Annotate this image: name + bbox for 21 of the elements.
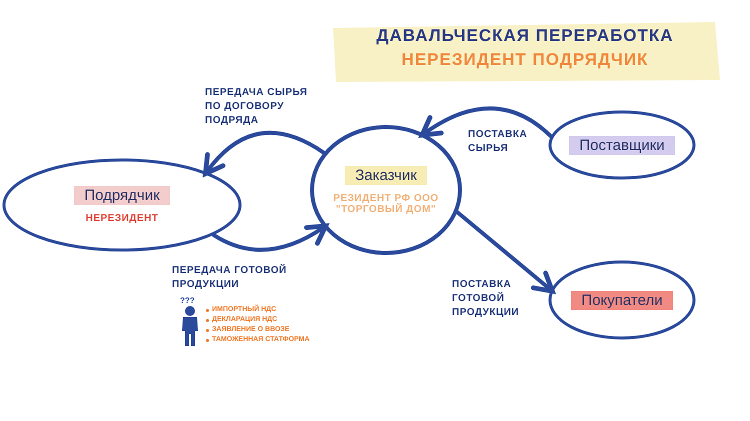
- node-title: Подрядчик: [74, 186, 170, 205]
- node-title: Покупатели: [571, 290, 673, 310]
- ellipse-node: [2, 158, 242, 252]
- edge-label: ПЕРЕДАЧА ГОТОВОЙ ПРОДУКЦИИ: [172, 264, 288, 292]
- arrow: [455, 210, 555, 294]
- ellipse-node: [548, 260, 696, 340]
- title: ДАВАЛЬЧЕСКАЯ ПЕРЕРАБОТКА: [375, 26, 675, 46]
- node-subtitle: НЕРЕЗИДЕНТ: [84, 213, 160, 224]
- arrow: [202, 130, 326, 176]
- node-title: Заказчик: [345, 166, 427, 184]
- edge-label: ПЕРЕДАЧА СЫРЬЯ ПО ДОГОВОРУ ПОДРЯДА: [205, 86, 308, 128]
- question-marks: ???: [180, 296, 195, 305]
- edge-label: ПОСТАВКА СЫРЬЯ: [468, 128, 528, 156]
- ellipse-node: [548, 110, 696, 180]
- node-subtitle: РЕЗИДЕНТ РФ ООО "ТОРГОВЫЙ ДОМ": [332, 192, 440, 214]
- node-title: Поставщики: [569, 136, 675, 154]
- ellipse-node: [310, 125, 462, 255]
- subtitle: НЕРЕЗИДЕНТ ПОДРЯДЧИК: [400, 50, 650, 70]
- arrow: [420, 106, 553, 138]
- edge-label: ПОСТАВКА ГОТОВОЙ ПРОДУКЦИИ: [452, 278, 520, 320]
- arrow: [212, 224, 328, 252]
